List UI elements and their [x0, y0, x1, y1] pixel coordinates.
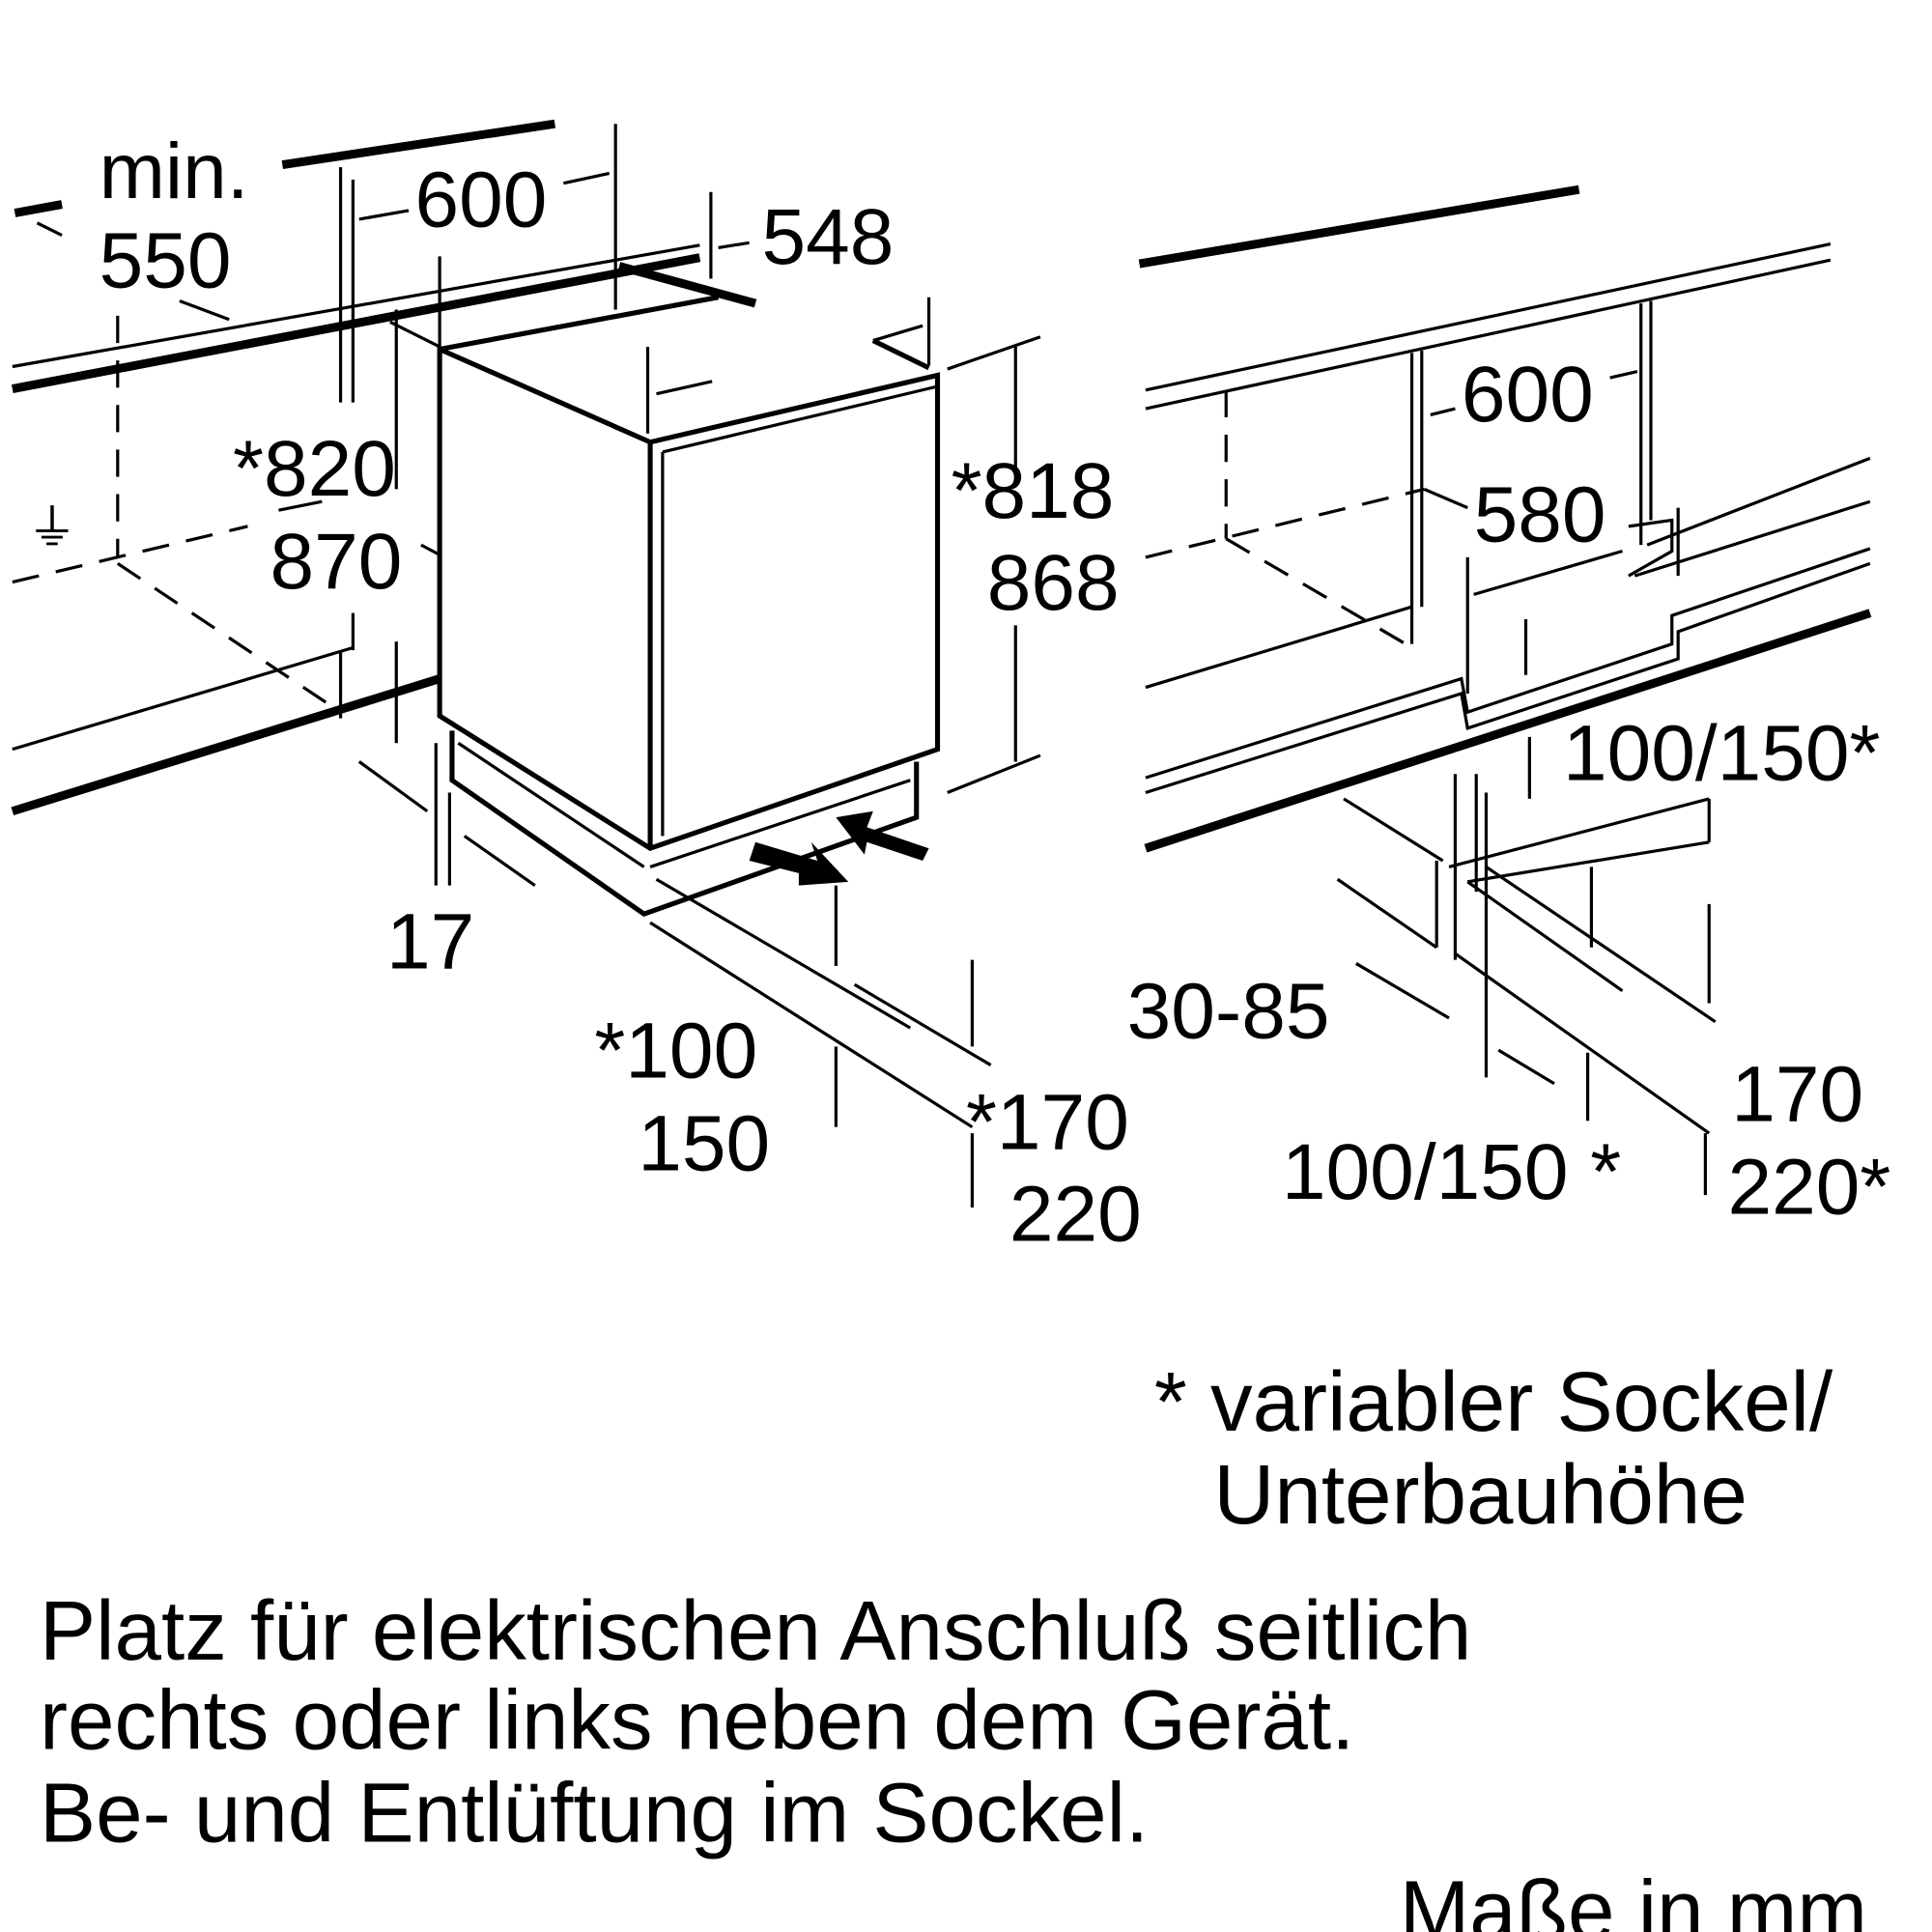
appliance-body — [437, 345, 941, 852]
dim-580 — [1473, 549, 1623, 596]
dim-arrow-600 — [358, 209, 410, 221]
dim-arrow-548 — [718, 241, 750, 249]
hidden-line — [1145, 487, 1425, 559]
label-min: min. — [99, 128, 249, 215]
detail-line — [1343, 797, 1444, 863]
label-plinth-setback: 30-85 — [1127, 967, 1330, 1055]
units-label: Maße in mm — [1400, 1864, 1867, 1932]
label-right-plinth-height-b: 100/150 * — [1282, 1128, 1621, 1216]
countertop-line — [12, 243, 700, 369]
base-line — [1145, 605, 1413, 690]
appliance-top-back — [439, 295, 720, 353]
ext-line — [947, 335, 1041, 371]
detail-line — [1454, 952, 1711, 1135]
label-niche-height-b: 870 — [270, 518, 402, 606]
dim-arrow-600 — [1609, 370, 1638, 380]
label-width: 600 — [414, 156, 547, 244]
dim-30-85 — [1497, 1048, 1555, 1086]
note-line2: rechts oder links neben dem Gerät. — [40, 1673, 1354, 1767]
detail-line — [1448, 797, 1710, 868]
hidden-line — [1225, 537, 1406, 646]
upper-cabinet-edge — [1138, 185, 1580, 269]
detail-line — [1466, 880, 1624, 992]
label-appliance-height-a: *818 — [952, 447, 1115, 535]
label-depth: 548 — [761, 193, 894, 281]
ext-line — [947, 753, 1041, 795]
detail-line — [1336, 877, 1438, 950]
countertop-side — [617, 262, 757, 308]
hidden-line — [12, 525, 248, 584]
label-appliance-height-b: 868 — [987, 539, 1120, 627]
label-right-depth: 580 — [1474, 470, 1606, 558]
base-line — [12, 645, 354, 752]
dim-arrow — [656, 380, 713, 396]
label-right-width: 600 — [1462, 351, 1594, 439]
ext-line — [853, 982, 992, 1066]
label-right-plinth-height: 100/150* — [1563, 710, 1881, 798]
outlet-symbol-icon: ⏚ — [27, 500, 76, 555]
dim-17 — [357, 760, 429, 813]
air-in-arrow-icon — [836, 810, 929, 862]
label-min-depth: 550 — [99, 216, 232, 304]
plinth — [449, 730, 920, 918]
ext-line — [389, 320, 440, 349]
leader — [420, 543, 440, 556]
countertop-line — [1145, 258, 1832, 411]
note-line1: Platz für elektrischen Anschluß seitlich — [40, 1584, 1471, 1678]
ext-line — [649, 921, 974, 1129]
air-out-arrow-icon — [749, 841, 849, 886]
plinth-line — [1145, 547, 1871, 780]
footnote-line1: * variabler Sockel/ — [1154, 1355, 1833, 1449]
niche-step — [1628, 518, 1674, 578]
dim-17 — [463, 835, 536, 887]
dim-arrow-550 — [36, 221, 63, 238]
dim-arrow-600 — [1430, 407, 1456, 417]
label-side-gap: 17 — [386, 898, 474, 986]
label-plinth-a: *100 — [594, 1007, 757, 1094]
floor-line — [11, 674, 441, 816]
dim-arrow-600 — [562, 171, 611, 185]
note-line3: Be- und Entlüftung im Sockel. — [40, 1766, 1149, 1860]
label-plinth-depth-b: 220 — [1009, 1171, 1142, 1259]
footnote-line2: Unterbauhöhe — [1213, 1448, 1747, 1542]
plinth-line — [1145, 561, 1871, 795]
plinth-inner — [649, 779, 911, 868]
plinth-inner — [457, 741, 645, 868]
left-installation-view: ⏚ — [11, 119, 1041, 1208]
door-top — [662, 384, 938, 454]
base-line — [1634, 499, 1871, 578]
leader — [1423, 487, 1468, 510]
detail-line — [1466, 840, 1710, 884]
right-installation-view — [1138, 185, 1872, 1196]
label-plinth-b: 150 — [638, 1100, 770, 1188]
upper-cabinet-edge-left — [14, 200, 63, 217]
dim-30-85 — [1355, 962, 1450, 1020]
ext-line — [655, 877, 912, 1030]
label-right-plinth-depth-a: 170 — [1731, 1050, 1863, 1138]
dim-arrow — [872, 324, 923, 343]
label-right-plinth-depth-b: 220* — [1727, 1143, 1890, 1231]
upper-cabinet-edge — [281, 119, 556, 169]
leader — [278, 499, 323, 512]
hidden-line — [116, 561, 342, 714]
label-niche-height-a: *820 — [233, 425, 396, 513]
ext-line — [871, 338, 930, 371]
floor-line — [1144, 609, 1872, 853]
detail-line — [1485, 866, 1717, 1024]
base-line — [1646, 456, 1871, 547]
dim-arrow-550 — [179, 299, 230, 322]
countertop-edge — [11, 253, 701, 393]
countertop-line — [1145, 242, 1832, 392]
label-plinth-depth-a: *170 — [966, 1079, 1129, 1167]
